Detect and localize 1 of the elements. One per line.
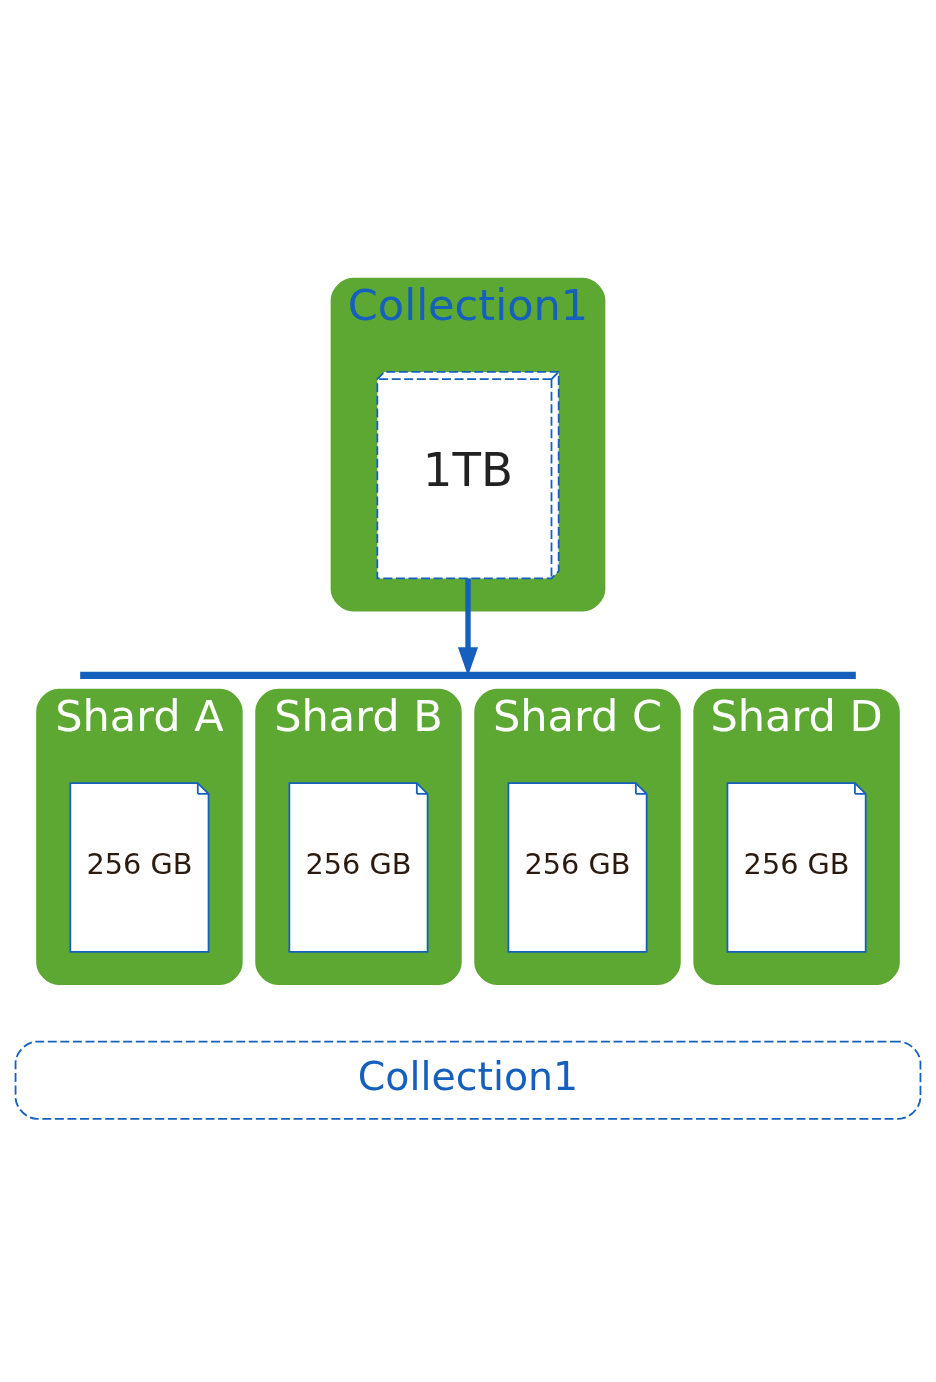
node-box: Collection1 (14, 1040, 922, 1120)
